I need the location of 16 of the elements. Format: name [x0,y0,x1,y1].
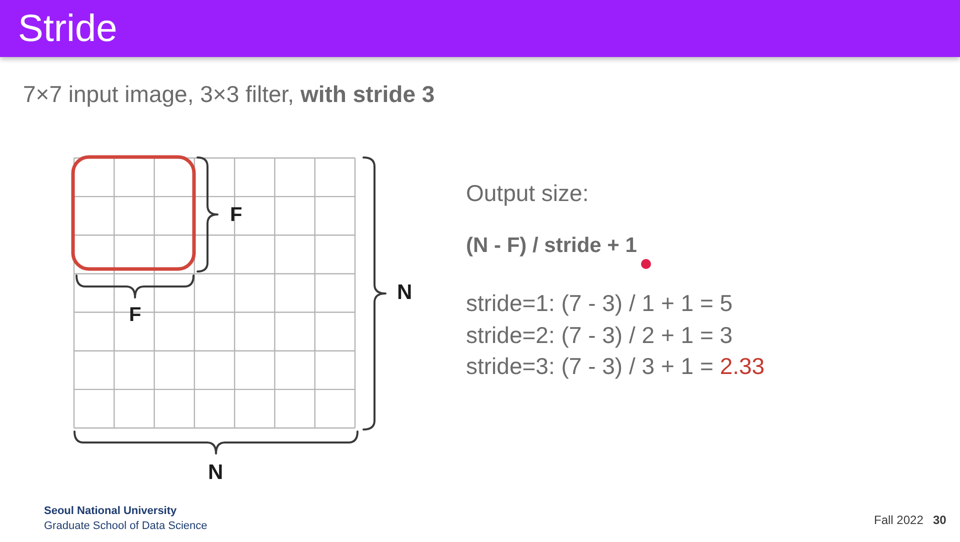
dimension-label: N [397,282,412,303]
slide-title: Stride [18,10,118,48]
dimension-label: F [230,205,242,225]
department-name: Graduate School of Data Science [44,521,208,532]
equation-text: stride=2: (7 - 3) / 2 + 1 = 3 [466,324,733,347]
page-number: 30 [933,514,946,526]
heading-text: Output size: [466,182,589,205]
institution-name: Seoul National University [44,506,177,517]
result-value: 2.33 [720,355,765,378]
dimension-label: F [129,305,142,325]
formula-text: (N - F) / stride + 1 [466,235,637,256]
subtitle-text: 7×7 input image, 3×3 filter, with stride 3 [23,83,435,106]
equation-text: stride=3: (7 - 3) / 3 + 1 = [466,355,714,378]
equation-text: stride=1: (7 - 3) / 1 + 1 = 5 [466,292,733,315]
term-text: Fall 2022 [874,514,924,526]
dimension-label: N [208,462,224,483]
